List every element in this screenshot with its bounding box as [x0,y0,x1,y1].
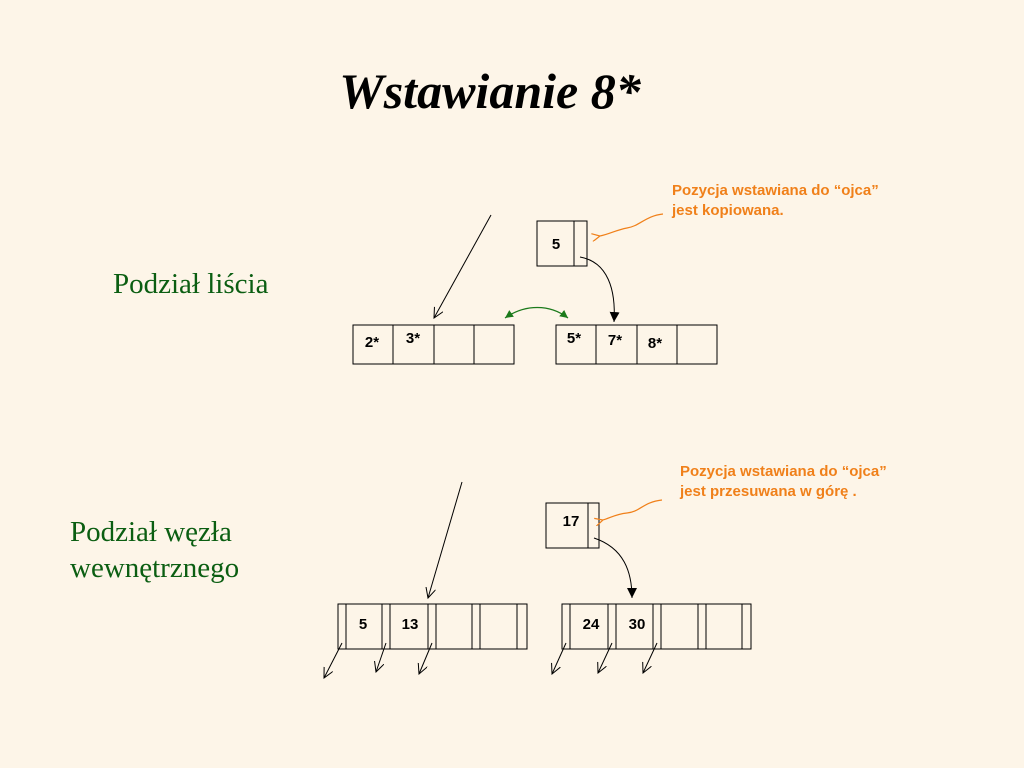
right-leaf-entry: 7* [608,332,622,349]
child-pointer-arrow [598,642,613,673]
right-leaf-entry: 8* [648,335,662,352]
left-internal-key: 5 [359,616,367,633]
left-leaf-entry: 2* [365,334,379,351]
leaf-split-note: Pozycja wstawiana do “ojca” jest kopiowa… [672,181,879,221]
internal-parent-node: 17 [545,502,600,549]
child-pointer-arrow [376,642,387,672]
internal-note-pointer [603,499,663,520]
leaf-incoming-arrow [434,214,492,318]
right-leaf-entry: 5* [567,330,581,347]
left-internal-node: 5 13 [337,603,528,650]
internal-parent-key: 17 [563,513,580,530]
leaf-parent-arrow [579,256,620,323]
left-leaf-node: 2* 3* [352,324,515,365]
leaf-split-note-line2: jest kopiowana. [672,202,784,219]
internal-split-label-line1: Podział węzła [70,516,232,548]
child-pointer-arrow [324,642,343,678]
internal-split-note: Pozycja wstawiana do “ojca” jest przesuw… [680,462,887,502]
right-internal-node: 24 30 [561,603,752,650]
internal-split-note-line2: jest przesuwana w górę . [680,483,857,500]
internal-split-label: Podział węzła wewnętrznego [70,514,239,586]
right-internal-key: 30 [629,616,646,633]
leaf-split-note-line1: Pozycja wstawiana do “ojca” [672,182,879,199]
leaf-parent-key: 5 [552,236,560,253]
leaf-split-label: Podział liścia [113,268,269,300]
left-leaf-entry: 3* [406,330,420,347]
child-pointer-arrow [643,642,658,673]
internal-split-label-line2: wewnętrznego [70,552,240,584]
leaf-note-pointer [600,213,664,236]
internal-split-note-line1: Pozycja wstawiana do “ojca” [680,463,887,480]
sibling-link-arrow [504,307,569,319]
left-internal-key: 13 [402,616,419,633]
child-pointer-arrow [552,642,567,674]
leaf-parent-node: 5 [536,220,588,267]
child-pointer-arrow [419,642,433,674]
internal-parent-arrow [593,537,637,599]
internal-incoming-arrow [428,481,463,598]
right-leaf-node: 5* 7* 8* [555,324,718,365]
right-internal-key: 24 [583,616,600,633]
slide-title: Wstawianie 8* [339,63,641,119]
